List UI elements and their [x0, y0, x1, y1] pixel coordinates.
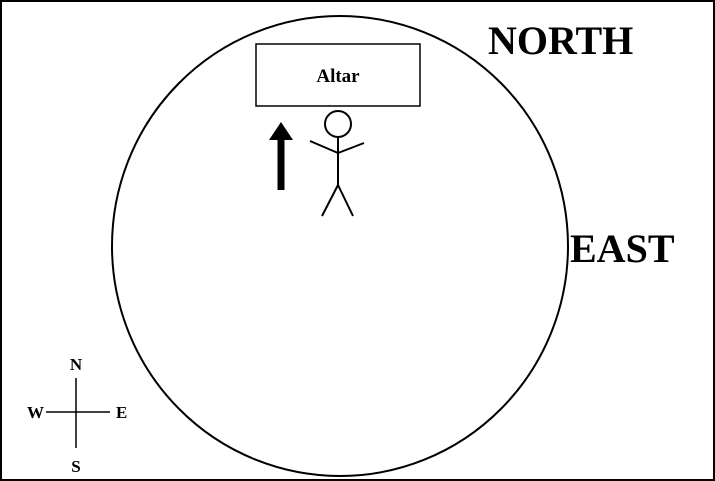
- east-label: EAST: [570, 226, 675, 271]
- compass-west: W: [27, 403, 44, 422]
- altar-label: Altar: [316, 66, 360, 87]
- north-label: NORTH: [488, 18, 633, 63]
- altar: Altar: [256, 44, 420, 106]
- compass-east: E: [116, 403, 127, 422]
- compass-north: N: [70, 355, 83, 374]
- figure-head: [325, 111, 351, 137]
- compass-south: S: [71, 457, 80, 476]
